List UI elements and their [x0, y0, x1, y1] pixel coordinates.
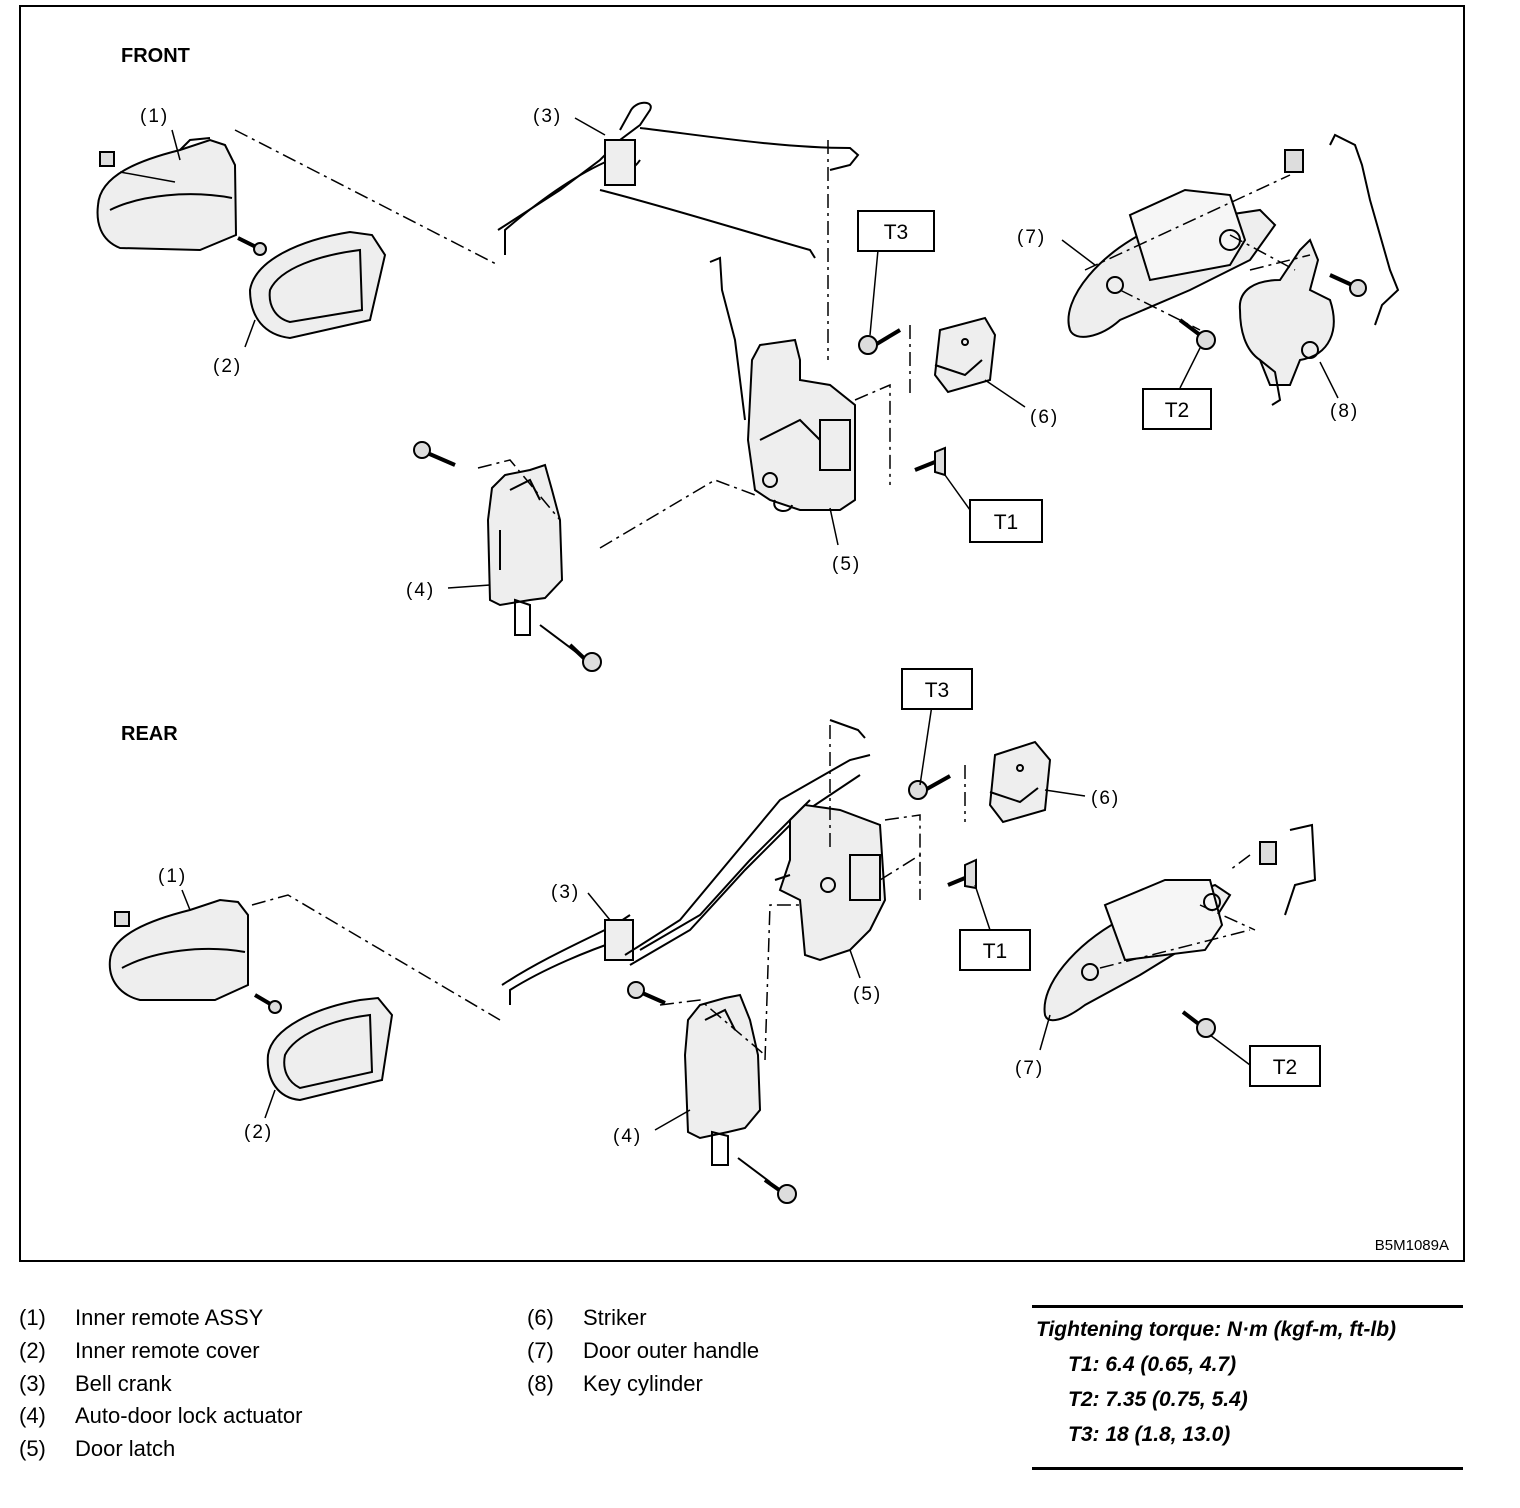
rear-callout-7: (7) — [1015, 1058, 1044, 1079]
front-callout-1: (1) — [140, 106, 169, 127]
figure-code: B5M1089A — [1374, 1237, 1449, 1254]
legend-item: (6) Striker — [527, 1302, 759, 1335]
rear-bell-crank — [501, 719, 871, 1005]
front-callout-8: (8) — [1330, 401, 1359, 422]
tightening-torque-box: Tightening torque: N·m (kgf-m, ft-lb) T1… — [1032, 1305, 1463, 1470]
callout-labels: (1) (2) (3) (4) (5) (6) (7) (8) (1) (2) … — [140, 106, 1359, 1147]
legend-column-left: (1) Inner remote ASSY (2) Inner remote cov… — [19, 1302, 302, 1465]
front-rod-clip — [1284, 149, 1304, 173]
legend-label: Door latch — [75, 1436, 176, 1462]
rear-screw-1 — [253, 993, 282, 1014]
rear-tag-t2: T2 — [1273, 1056, 1298, 1079]
rear-tag-t3: T3 — [925, 679, 950, 702]
front-inner-remote-assy — [96, 137, 238, 252]
front-striker — [933, 316, 997, 394]
front-tag-t1: T1 — [994, 511, 1019, 534]
rear-callout-6: (6) — [1091, 788, 1120, 809]
legend-number: (4) — [19, 1403, 46, 1429]
front-section-label: FRONT — [121, 45, 190, 67]
rear-t1-screw — [947, 858, 977, 890]
legend-label: Auto-door lock actuator — [75, 1403, 303, 1429]
front-key-cylinder — [1238, 238, 1335, 406]
torque-value-t2: T2: 7.35 (0.75, 5.4) — [1068, 1388, 1248, 1411]
rear-door-latch — [774, 803, 887, 962]
rear-rod-clip — [1259, 841, 1277, 865]
front-actuator-rod — [709, 256, 746, 421]
rear-door-outer-handle — [1043, 879, 1232, 1022]
front-tag-t3: T3 — [884, 221, 909, 244]
front-key-rod — [1329, 133, 1400, 326]
legend-column-right: (6) Striker (7) Door outer handle (8) Key c… — [527, 1302, 759, 1400]
front-callout-3: (3) — [533, 106, 562, 127]
legend-label: Inner remote cover — [75, 1338, 260, 1364]
rear-t2-bolt — [1181, 1010, 1216, 1038]
rear-assembly-lines — [251, 725, 1256, 1061]
front-auto-door-lock-actuator — [486, 463, 564, 636]
legend-label: Key cylinder — [583, 1370, 703, 1396]
legend-number: (3) — [19, 1370, 46, 1396]
rear-striker — [988, 740, 1052, 824]
legend-number: (7) — [527, 1338, 554, 1364]
torque-value-t1: T1: 6.4 (0.65, 4.7) — [1068, 1353, 1237, 1376]
front-bell-crank — [497, 101, 860, 259]
rear-inner-remote-cover — [266, 996, 394, 1102]
legend-item: (3) Bell crank — [19, 1367, 302, 1400]
front-callout-7: (7) — [1017, 227, 1046, 248]
legend-number: (8) — [527, 1370, 554, 1396]
legend-item: (1) Inner remote ASSY — [19, 1302, 302, 1335]
exploded-view-drawing: (1) (2) (3) (4) (5) (6) (7) (8) (1) (2) … — [96, 101, 1400, 1204]
rear-callout-3: (3) — [551, 882, 580, 903]
legend-label: Door outer handle — [583, 1338, 760, 1364]
rear-section-label: REAR — [121, 723, 178, 745]
diagram-frame: FRONT REAR B5M1089A — [19, 5, 1465, 1262]
legend-item: (2) Inner remote cover — [19, 1335, 302, 1368]
front-door-outer-handle — [1067, 188, 1277, 338]
rear-tag-t1: T1 — [983, 940, 1008, 963]
callout-leaders — [171, 117, 1339, 1131]
legend-item: (4) Auto-door lock actuator — [19, 1400, 302, 1433]
torque-title: Tightening torque: N·m (kgf-m, ft-lb) — [1036, 1318, 1397, 1341]
rear-auto-door-lock-actuator — [683, 993, 762, 1166]
legend-label: Inner remote ASSY — [75, 1305, 264, 1331]
legend-item: (7) Door outer handle — [527, 1335, 759, 1368]
rear-callout-4: (4) — [613, 1126, 642, 1147]
front-key-cylinder-bolt — [1329, 273, 1367, 297]
legend-item: (8) Key cylinder — [527, 1367, 759, 1400]
torque-tag-boxes — [857, 210, 1321, 1087]
front-screw-1 — [237, 236, 267, 256]
legend-label: Striker — [583, 1305, 647, 1331]
front-t2-bolt — [1178, 318, 1216, 350]
front-assembly-lines — [234, 129, 1311, 549]
front-actuator-bolts — [413, 441, 602, 672]
rear-actuator-bolts — [627, 981, 797, 1204]
front-t1-screw — [914, 446, 946, 477]
legend-number: (6) — [527, 1305, 554, 1331]
rear-inner-remote-assy — [108, 898, 249, 1001]
legend-item: (5) Door latch — [19, 1433, 302, 1466]
legend-number: (5) — [19, 1436, 46, 1462]
rear-t3-screw — [908, 774, 951, 800]
front-tag-t2: T2 — [1165, 399, 1190, 422]
front-t3-screw — [858, 328, 902, 355]
legend-number: (1) — [19, 1305, 46, 1331]
torque-value-t3: T3: 18 (1.8, 13.0) — [1068, 1423, 1231, 1446]
legend-number: (2) — [19, 1338, 46, 1364]
rear-callout-2: (2) — [244, 1122, 273, 1143]
front-callout-2: (2) — [213, 356, 242, 377]
rear-handle-rod — [1284, 823, 1317, 916]
rear-callout-1: (1) — [158, 866, 187, 887]
front-callout-6: (6) — [1030, 407, 1059, 428]
front-inner-remote-cover — [248, 230, 387, 340]
front-door-latch — [746, 338, 856, 512]
torque-tag-labels: T3 T2 T1 T3 T1 T2 — [884, 221, 1298, 1079]
legend-label: Bell crank — [75, 1370, 172, 1396]
front-callout-5: (5) — [832, 554, 861, 575]
front-callout-4: (4) — [406, 580, 435, 601]
rear-callout-5: (5) — [853, 984, 882, 1005]
